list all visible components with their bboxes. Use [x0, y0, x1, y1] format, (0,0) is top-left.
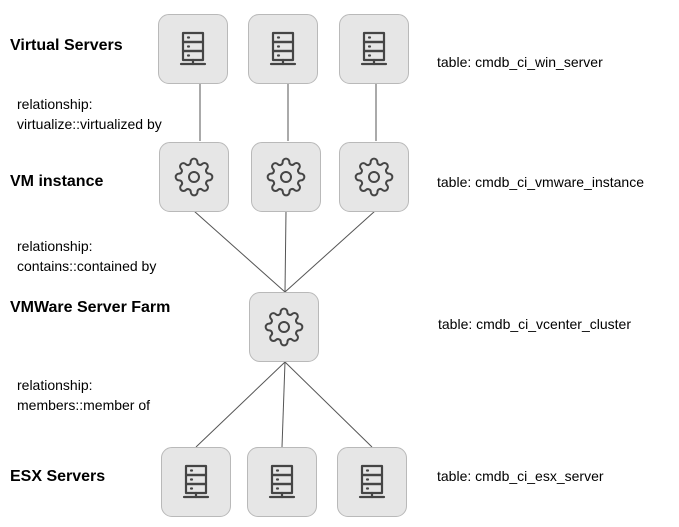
connector-line	[281, 361, 286, 448]
server-icon	[360, 31, 388, 66]
connector-line	[284, 361, 373, 448]
connector-line	[284, 210, 376, 293]
relationship-label-virtualize: relationship: virtualize::virtualized by	[17, 94, 162, 134]
relationship-type: contains::contained by	[17, 258, 157, 274]
gear-icon	[354, 157, 394, 197]
connector-line	[195, 361, 286, 448]
relationship-title: relationship:	[17, 96, 93, 112]
connector-line	[193, 210, 286, 293]
relationship-title: relationship:	[17, 377, 93, 393]
virtual-server-node[interactable]	[158, 14, 228, 84]
esx-server-node[interactable]	[337, 447, 407, 517]
vm-instance-node[interactable]	[159, 142, 229, 212]
vm-instance-node[interactable]	[251, 142, 321, 212]
esx-server-node[interactable]	[161, 447, 231, 517]
server-icon	[182, 464, 210, 499]
table-name-vmware-server-farm: table: cmdb_ci_vcenter_cluster	[438, 316, 631, 332]
tier-label-vm-instance: VM instance	[10, 173, 104, 190]
connector-line	[284, 210, 287, 293]
relationship-type: members::member of	[17, 397, 151, 413]
relationship-type: virtualize::virtualized by	[17, 116, 162, 132]
server-icon	[269, 31, 297, 66]
esx-server-node[interactable]	[247, 447, 317, 517]
relationship-title: relationship:	[17, 238, 93, 254]
table-name-esx-servers: table: cmdb_ci_esx_server	[437, 468, 604, 484]
tier-label-esx-servers: ESX Servers	[10, 468, 106, 485]
table-name-virtual-servers: table: cmdb_ci_win_server	[437, 54, 603, 70]
server-icon	[358, 464, 386, 499]
table-name-vm-instance: table: cmdb_ci_vmware_instance	[437, 174, 644, 190]
virtual-server-node[interactable]	[248, 14, 318, 84]
gear-icon	[174, 157, 214, 197]
server-icon	[268, 464, 296, 499]
vm-instance-node[interactable]	[339, 142, 409, 212]
virtual-server-node[interactable]	[339, 14, 409, 84]
gear-icon	[264, 307, 304, 347]
server-icon	[179, 31, 207, 66]
server-farm-node[interactable]	[249, 292, 319, 362]
gear-icon	[266, 157, 306, 197]
relationship-label-members: relationship: members::member of	[17, 375, 150, 415]
tier-label-vmware-server-farm: VMWare Server Farm	[10, 299, 171, 316]
relationship-label-contains: relationship: contains::contained by	[17, 236, 156, 276]
tier-label-virtual-servers: Virtual Servers	[10, 37, 123, 54]
